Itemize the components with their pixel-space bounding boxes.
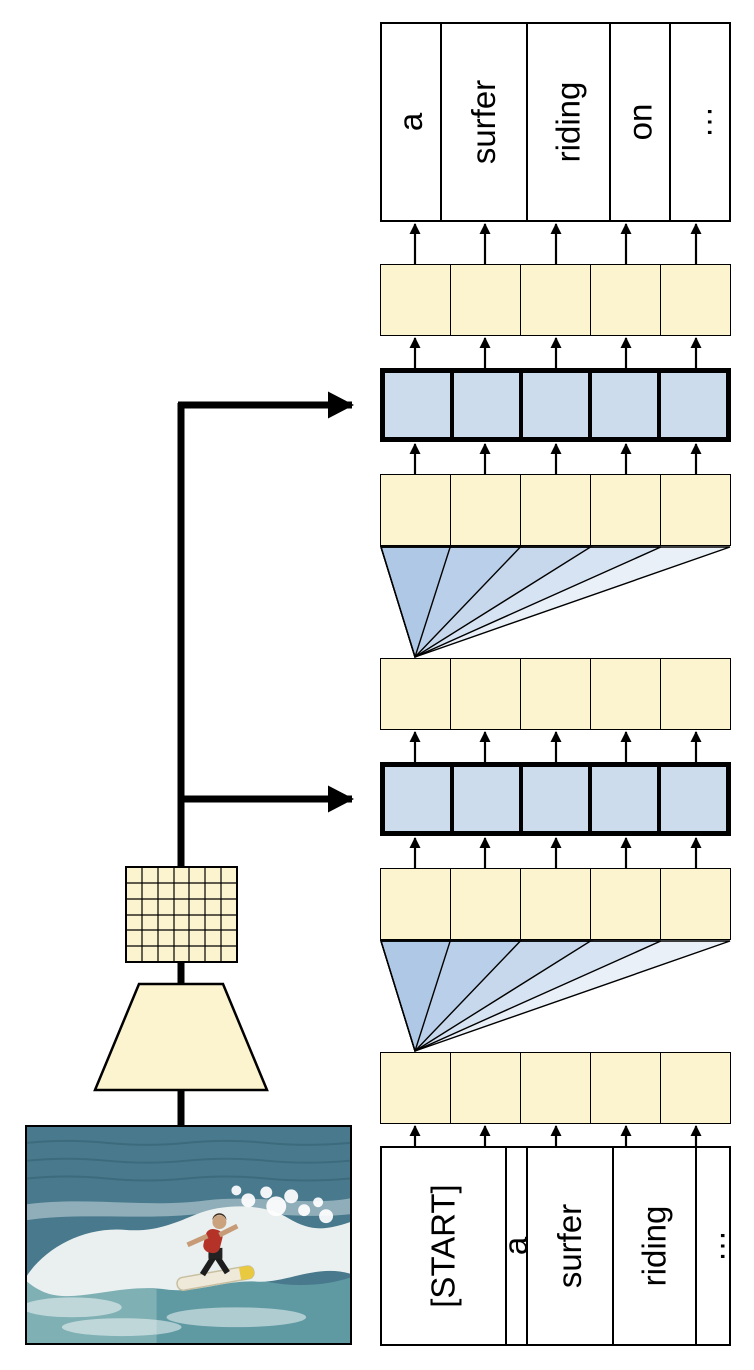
hidden-unit xyxy=(450,1053,520,1123)
surfer-photo-art xyxy=(27,1127,350,1343)
output-token-label: riding xyxy=(549,81,587,163)
cross-attention-unit xyxy=(385,373,450,437)
hidden-row-4 xyxy=(380,868,731,940)
hidden-unit xyxy=(520,869,590,939)
cross-attention-unit xyxy=(385,767,450,831)
input-token-row: [START] a surfer riding … xyxy=(380,1146,731,1346)
hidden-unit xyxy=(381,1053,450,1123)
flow-arrows-band-2 xyxy=(409,337,702,369)
hidden-unit xyxy=(590,475,660,545)
hidden-unit xyxy=(450,475,520,545)
cross-attention-unit xyxy=(588,767,657,831)
output-token-row: a surfer riding on … xyxy=(380,22,731,222)
cross-attention-unit xyxy=(450,373,519,437)
output-token-label: on xyxy=(621,103,659,141)
output-token-label: a xyxy=(391,112,429,132)
hidden-unit xyxy=(660,869,730,939)
hidden-row-3 xyxy=(380,658,731,730)
masked-attention-fan-2 xyxy=(380,940,731,1052)
flow-arrows-band-4 xyxy=(409,731,702,763)
hidden-unit xyxy=(590,265,660,335)
embedding-row xyxy=(380,1052,731,1124)
input-token-label: [START] xyxy=(424,1184,462,1308)
input-token-cell: [START] xyxy=(382,1148,505,1344)
input-token-label: … xyxy=(694,1229,732,1263)
input-token-cell: … xyxy=(694,1148,732,1344)
output-token-cell: … xyxy=(669,24,729,220)
cross-attention-unit xyxy=(657,373,726,437)
input-token-cell: surfer xyxy=(525,1148,612,1344)
hidden-unit xyxy=(590,1053,660,1123)
hidden-unit xyxy=(381,659,450,729)
hidden-unit xyxy=(450,869,520,939)
hidden-unit xyxy=(450,265,520,335)
hidden-unit xyxy=(660,265,730,335)
hidden-unit xyxy=(660,659,730,729)
cross-attention-row-2 xyxy=(380,762,731,836)
output-token-cell: on xyxy=(609,24,669,220)
input-token-label: riding xyxy=(635,1205,673,1287)
hidden-unit xyxy=(381,265,450,335)
input-token-label: a xyxy=(497,1236,535,1256)
output-token-cell: surfer xyxy=(439,24,526,220)
hidden-unit xyxy=(520,475,590,545)
hidden-unit xyxy=(450,659,520,729)
hidden-unit xyxy=(520,1053,590,1123)
cross-attention-unit xyxy=(588,373,657,437)
hidden-unit xyxy=(381,869,450,939)
image-feature-grid xyxy=(125,866,238,963)
cross-attention-unit xyxy=(657,767,726,831)
input-token-cell: riding xyxy=(612,1148,695,1344)
flow-arrows-band-output xyxy=(409,223,702,265)
output-token-cell: a xyxy=(382,24,440,220)
flow-arrows-band-3 xyxy=(409,443,702,475)
cnn-encoder-trapezoid xyxy=(93,982,269,1092)
flow-arrows-band-input xyxy=(409,1125,702,1147)
cross-attention-unit xyxy=(519,373,588,437)
cross-attention-unit xyxy=(519,767,588,831)
hidden-unit xyxy=(590,659,660,729)
hidden-row-2 xyxy=(380,474,731,546)
cross-attention-unit xyxy=(450,767,519,831)
hidden-row-1 xyxy=(380,264,731,336)
flow-arrows-band-5 xyxy=(409,837,702,869)
output-token-label: surfer xyxy=(465,79,503,165)
hidden-unit xyxy=(660,475,730,545)
hidden-unit xyxy=(381,475,450,545)
hidden-unit xyxy=(660,1053,730,1123)
hidden-unit xyxy=(590,869,660,939)
input-token-cell: a xyxy=(498,1148,535,1344)
masked-attention-fan-1 xyxy=(380,546,731,658)
cross-attention-row-1 xyxy=(380,368,731,442)
surfer-photo xyxy=(25,1125,352,1345)
hidden-unit xyxy=(520,265,590,335)
surfer-figure xyxy=(186,1213,239,1277)
output-token-cell: riding xyxy=(526,24,609,220)
hidden-unit xyxy=(520,659,590,729)
input-token-label: surfer xyxy=(551,1203,589,1289)
output-token-label: … xyxy=(681,105,718,139)
